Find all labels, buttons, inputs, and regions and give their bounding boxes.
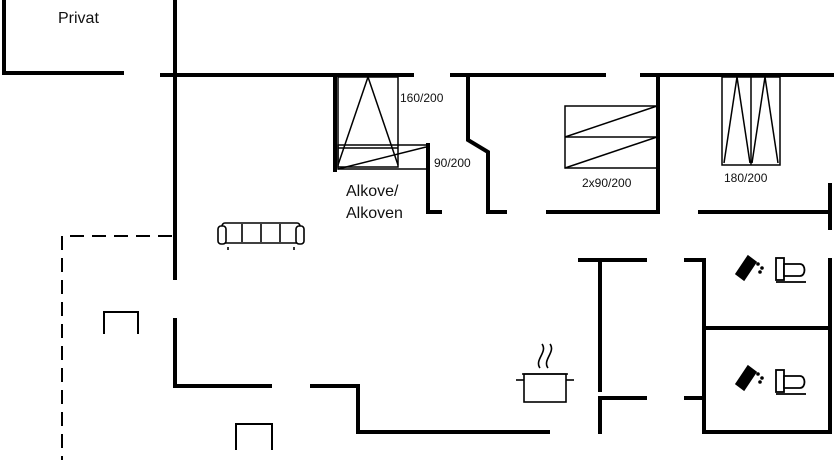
shower-icon bbox=[734, 254, 764, 282]
bed-size-label: 180/200 bbox=[724, 171, 768, 185]
wall-bath-top bbox=[684, 258, 832, 434]
bed-size-label: 2x90/200 bbox=[582, 176, 632, 190]
wall-privat bbox=[2, 0, 124, 75]
toilet-icon bbox=[775, 257, 806, 283]
bed-size-label: 160/200 bbox=[400, 91, 444, 105]
garden-chairs bbox=[103, 311, 273, 450]
chair-icon bbox=[103, 311, 139, 334]
chair-icon bbox=[235, 423, 273, 450]
wall-room2-bottom bbox=[546, 73, 660, 214]
single-bed-icon bbox=[337, 76, 399, 168]
toilet-icon bbox=[775, 369, 806, 395]
sofa-icon bbox=[217, 222, 305, 250]
room-label-alkove: Alkove/ bbox=[346, 183, 399, 200]
bed-icon bbox=[337, 144, 429, 170]
room-label-privat: Privat bbox=[58, 10, 99, 27]
wall-lower-mid bbox=[310, 384, 550, 434]
cooking-pot-icon bbox=[516, 343, 574, 403]
room-label-alkoven: Alkoven bbox=[346, 205, 403, 222]
wall-room2-left bbox=[466, 73, 507, 214]
wall-kitchen-bottom bbox=[598, 396, 647, 434]
shower-icon bbox=[734, 364, 764, 392]
terrace-outline bbox=[61, 235, 172, 460]
bed-size-label: 90/200 bbox=[434, 156, 471, 170]
bunk-bed-icon bbox=[564, 105, 658, 169]
wall-lower-left bbox=[173, 318, 272, 388]
walls bbox=[2, 0, 834, 434]
double-bed-icon bbox=[721, 76, 781, 166]
